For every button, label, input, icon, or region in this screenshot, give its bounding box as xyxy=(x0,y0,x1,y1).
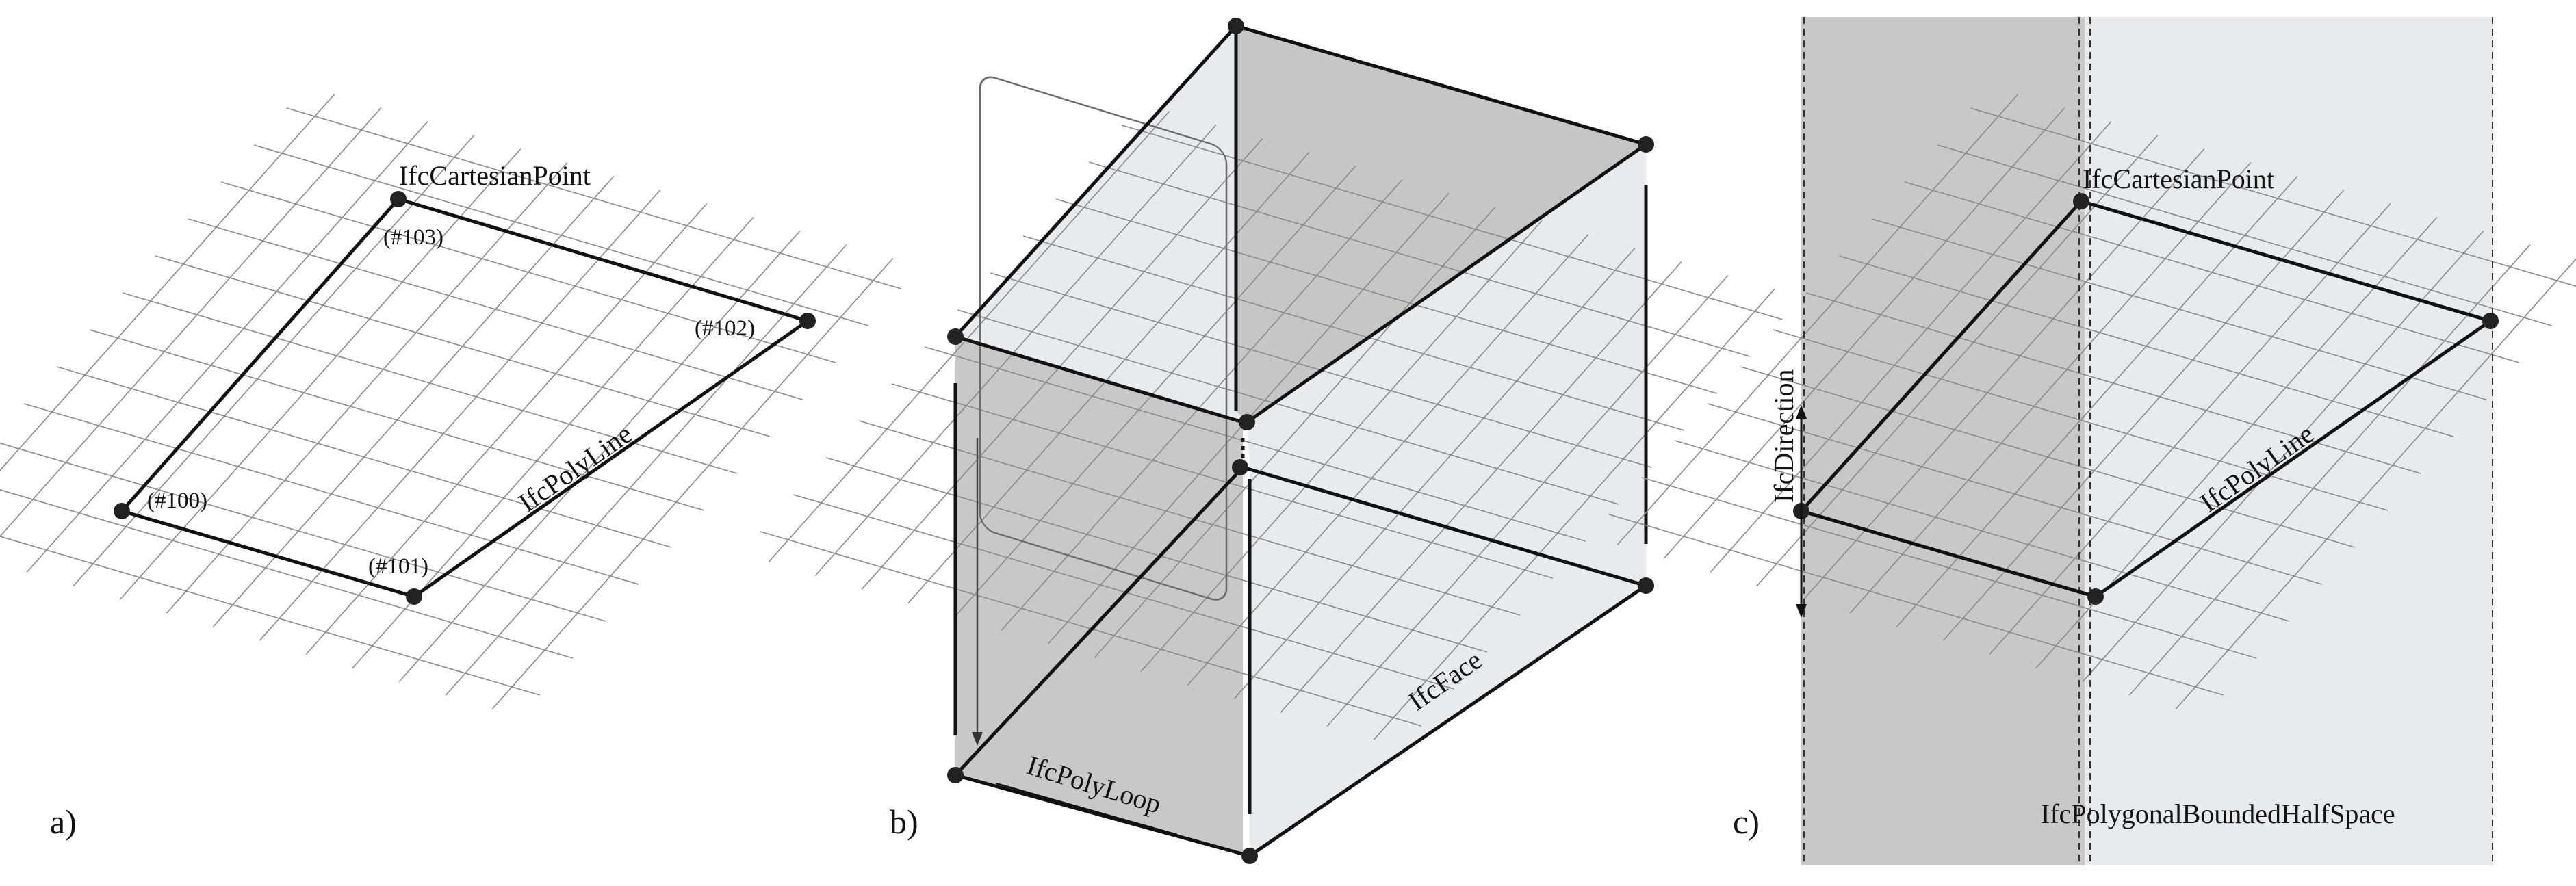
direction-arrow-down xyxy=(1796,604,1807,618)
direction-arrow-up xyxy=(1796,405,1807,419)
grid-line xyxy=(1187,234,1589,686)
grid-line xyxy=(814,125,1217,576)
grid-line xyxy=(259,190,661,641)
point-c-top xyxy=(2073,193,2089,209)
point-102 xyxy=(799,313,816,329)
point-100-label: (#100) xyxy=(147,488,207,513)
grid-line xyxy=(1373,289,1775,740)
grid-line xyxy=(0,489,574,659)
grid-line xyxy=(73,135,475,586)
point-c-right xyxy=(2482,313,2499,329)
polyloop-arrow-head xyxy=(972,732,983,746)
grid-line xyxy=(793,494,1455,690)
grid-line xyxy=(891,383,1554,579)
grid-line xyxy=(2128,244,2531,696)
grid-line xyxy=(2082,231,2484,682)
cube-edges xyxy=(953,24,1648,858)
point-102-label: (#102) xyxy=(695,316,755,341)
polyloop-outline xyxy=(979,76,1228,601)
grid-line xyxy=(768,111,1170,562)
grid-line xyxy=(1233,248,1636,699)
point-101 xyxy=(406,588,422,605)
grid-line xyxy=(0,107,382,538)
halfspace-dark xyxy=(1801,17,2085,865)
grid-line xyxy=(2175,258,2576,709)
panel-a-tag: a) xyxy=(50,803,77,841)
grid-line xyxy=(1022,235,1685,431)
cube-vertices xyxy=(947,18,1654,864)
grid-line xyxy=(1055,198,1718,394)
point-103-label: (#103) xyxy=(383,225,443,250)
cartesian-point-label: IfcCartesianPoint xyxy=(399,160,591,191)
grid-line xyxy=(1121,125,1783,320)
grid-line xyxy=(1280,261,1682,713)
grid-line xyxy=(491,258,894,709)
grid-line xyxy=(0,94,335,471)
grid-line xyxy=(166,162,568,614)
direction-label: IfcDirection xyxy=(1768,369,1799,503)
grid-line xyxy=(0,442,606,622)
grid-line xyxy=(907,152,1310,603)
grid-line xyxy=(1803,148,2205,600)
grid-line xyxy=(825,457,1488,653)
bottom-face xyxy=(1243,467,1646,856)
grid-line xyxy=(1140,220,1543,672)
right-face xyxy=(1247,144,1646,586)
back-face xyxy=(1236,26,1646,422)
cartesian-point-label-c: IfcCartesianPoint xyxy=(2083,164,2274,194)
polyline-label: IfcPolyLine xyxy=(513,418,637,518)
grid-line xyxy=(26,121,428,573)
grid-line xyxy=(445,244,847,696)
panel-c-grid xyxy=(1608,94,2576,709)
panel-c: IfcDirection IfcCartesianPoint IfcPolyLi… xyxy=(1608,17,2576,865)
panel-c-tag: c) xyxy=(1733,803,1760,841)
grid-line xyxy=(1088,161,1751,357)
point-101-label: (#101) xyxy=(368,554,428,579)
grid-line xyxy=(924,346,1586,542)
point-103 xyxy=(390,191,407,207)
panel-a: IfcCartesianPoint (#103) (#102) (#100) (… xyxy=(0,94,902,841)
grid-line xyxy=(1942,190,2345,641)
halfspace-label: IfcPolygonalBoundedHalfSpace xyxy=(2041,798,2395,829)
grid-line xyxy=(957,309,1619,505)
grid-line xyxy=(1989,203,2391,655)
grid-line xyxy=(1756,135,2159,586)
panel-b-tag: b) xyxy=(890,803,918,841)
polyline-quad xyxy=(120,197,810,599)
grid-line xyxy=(398,231,801,682)
halfspace-bounds xyxy=(1803,17,2493,865)
grid-line xyxy=(858,420,1521,616)
grid-line xyxy=(1896,176,2298,627)
grid-line xyxy=(1849,162,2252,614)
grid-line xyxy=(1617,94,2019,545)
point-c-bottom xyxy=(2087,588,2104,605)
point-100 xyxy=(114,503,130,519)
grid-line xyxy=(1710,121,2112,573)
grid-line xyxy=(212,176,615,627)
grid-line xyxy=(1094,207,1496,658)
grid-line xyxy=(861,138,1263,590)
panel-b: IfcFace IfcPolyLoop b) xyxy=(760,18,1783,864)
grid-line xyxy=(119,148,521,600)
polyloop-underline xyxy=(995,782,1178,836)
grid-line xyxy=(305,203,708,655)
grid-line xyxy=(1663,107,2065,559)
grid-line xyxy=(0,536,541,696)
grid-line xyxy=(1326,275,1729,727)
